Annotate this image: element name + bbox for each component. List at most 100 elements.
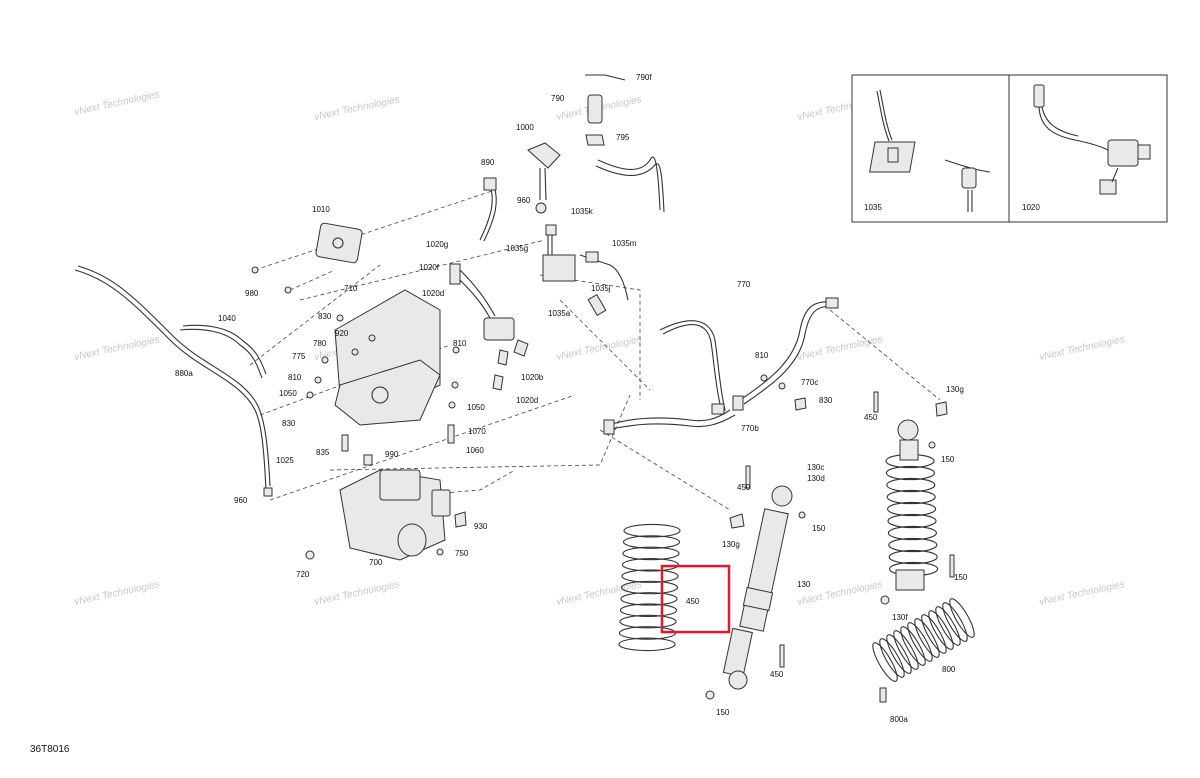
sensor-1000 <box>527 142 561 169</box>
bellows-ring <box>928 610 954 650</box>
callout-770b: 770b <box>741 424 759 433</box>
callout-1020g: 1020g <box>426 240 448 249</box>
inset-connector <box>1033 84 1045 108</box>
callout-810: 810 <box>755 351 769 360</box>
spring-coil <box>887 501 937 517</box>
callout-800: 800 <box>942 665 956 674</box>
bellows-ring <box>942 602 968 642</box>
fitting-800a <box>879 687 887 703</box>
air-lines-770 <box>603 297 839 435</box>
inset-label-1020: 1020 <box>1022 203 1040 212</box>
callout-1040: 1040 <box>218 314 236 323</box>
bellows-ring <box>872 642 898 682</box>
spring-coil <box>621 569 679 583</box>
shock-body <box>739 508 789 632</box>
callout-830: 830 <box>318 312 332 321</box>
callout-790f: 790f <box>636 73 652 82</box>
callout-930: 930 <box>474 522 488 531</box>
spring-coil <box>885 465 935 481</box>
watermark-text: vNext Technologies <box>73 89 160 118</box>
compressor-700 <box>305 454 467 561</box>
callout-1035a: 1035a <box>548 309 571 318</box>
callout-800a: 800a <box>890 715 908 724</box>
callout-1020f: 1020f <box>419 263 440 272</box>
bellows-ring <box>935 606 961 646</box>
spring-coil <box>887 513 937 529</box>
connector-1020f <box>449 263 461 285</box>
callout-1035m: 1035m <box>612 239 637 248</box>
callout-150: 150 <box>716 708 730 717</box>
callout-795: 795 <box>616 133 630 142</box>
callout-450: 450 <box>770 670 784 679</box>
callout-1060: 1060 <box>466 446 484 455</box>
spring-coil <box>622 535 681 549</box>
callout-130g: 130g <box>946 385 964 394</box>
callout-130: 130 <box>797 580 811 589</box>
callout-1050: 1050 <box>279 389 297 398</box>
callout-1050: 1050 <box>467 403 485 412</box>
hose-1040 <box>179 328 263 379</box>
line-770 <box>659 320 726 413</box>
callout-810: 810 <box>288 373 302 382</box>
callout-780: 780 <box>313 339 327 348</box>
callout-150: 150 <box>954 573 968 582</box>
inset-label-1035: 1035 <box>864 203 882 212</box>
spring-coil <box>619 614 677 629</box>
callout-1020d: 1020d <box>422 289 444 298</box>
watermark-text: vNext Technologies <box>73 579 160 608</box>
callout-130d: 130d <box>807 474 825 483</box>
callout-880a: 880a <box>175 369 193 378</box>
shock-absorber-130 <box>705 465 806 700</box>
fitting-960-left <box>263 487 273 497</box>
line-770c <box>739 301 836 401</box>
callout-450: 450 <box>686 597 700 606</box>
callout-710: 710 <box>344 284 358 293</box>
cable-890 <box>479 184 493 241</box>
hose-880a <box>74 269 267 491</box>
watermark-text: vNext Technologies <box>313 94 400 123</box>
callout-920: 920 <box>335 329 349 338</box>
watermark-text: vNext Technologies <box>555 334 642 363</box>
callout-130c: 130c <box>807 463 824 472</box>
callout-980: 980 <box>245 289 259 298</box>
callout-750: 750 <box>455 549 469 558</box>
callout-1035k: 1035k <box>571 207 594 216</box>
callout-1020b: 1020b <box>521 373 544 382</box>
module-1010 <box>315 222 363 264</box>
callout-450: 450 <box>864 413 878 422</box>
callout-1025: 1025 <box>276 456 294 465</box>
spring-coil <box>886 489 936 505</box>
bracket-assembly <box>251 74 665 452</box>
callout-1000: 1000 <box>516 123 534 132</box>
callout-1010: 1010 <box>312 205 330 214</box>
callout-1020d: 1020d <box>516 396 538 405</box>
spring-coil <box>886 477 936 493</box>
bellows-ring <box>900 626 926 666</box>
callout-130f: 130f <box>892 613 908 622</box>
callout-770c: 770c <box>801 378 818 387</box>
bellows-ring <box>879 638 905 678</box>
watermark-text: vNext Technologies <box>1038 579 1125 608</box>
bellows-ring <box>921 614 947 654</box>
bellows-ring <box>907 622 933 662</box>
highlight-box-130f <box>660 564 731 634</box>
callout-450: 450 <box>737 483 751 492</box>
bellows-ring <box>914 618 940 658</box>
spring-coil <box>620 580 679 595</box>
callout-1035g: 1035g <box>506 244 528 253</box>
line-770b <box>607 409 731 426</box>
callout-150: 150 <box>812 524 826 533</box>
callout-810: 810 <box>453 339 467 348</box>
spring-coil <box>619 603 678 618</box>
callout-990: 990 <box>385 450 399 459</box>
callout-1035j: 1035j <box>591 284 611 293</box>
spring-coil <box>618 637 676 652</box>
inset-panels <box>851 74 1168 223</box>
spring-coil <box>888 537 938 553</box>
bellows-800 <box>872 598 975 682</box>
spring-right <box>885 453 939 577</box>
bellows-ring <box>949 598 975 638</box>
spring-coil <box>887 525 937 541</box>
inset-sensor <box>1107 139 1139 167</box>
callout-790: 790 <box>551 94 565 103</box>
